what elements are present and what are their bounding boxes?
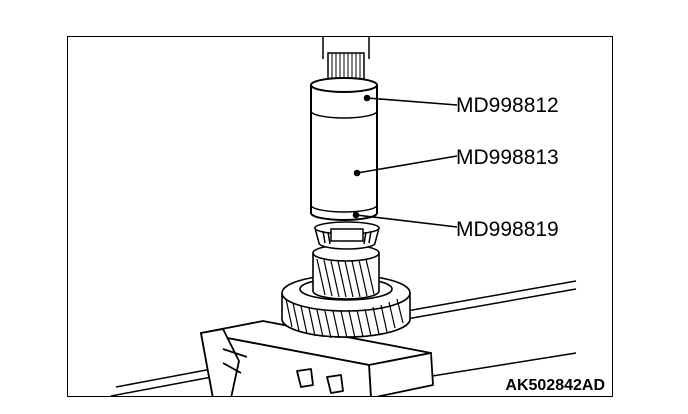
special-tool-cylinder (310, 77, 378, 221)
label-md998819: MD998819 (456, 218, 559, 241)
leader-lines (352, 94, 458, 228)
illustration-frame: MD998812 MD998813 MD998819 AK502842AD (67, 36, 613, 397)
press-fit-diagram: MD998812 MD998813 MD998819 AK502842AD (110, 37, 605, 396)
support-block (200, 320, 434, 396)
label-md998813: MD998813 (456, 146, 559, 169)
large-gear-teeth (285, 298, 404, 339)
small-gear-teeth (316, 258, 375, 298)
bearing (314, 221, 380, 250)
figure-code: AK502842AD (505, 377, 605, 394)
label-md998812: MD998812 (456, 94, 559, 117)
press-shaft (322, 37, 370, 80)
